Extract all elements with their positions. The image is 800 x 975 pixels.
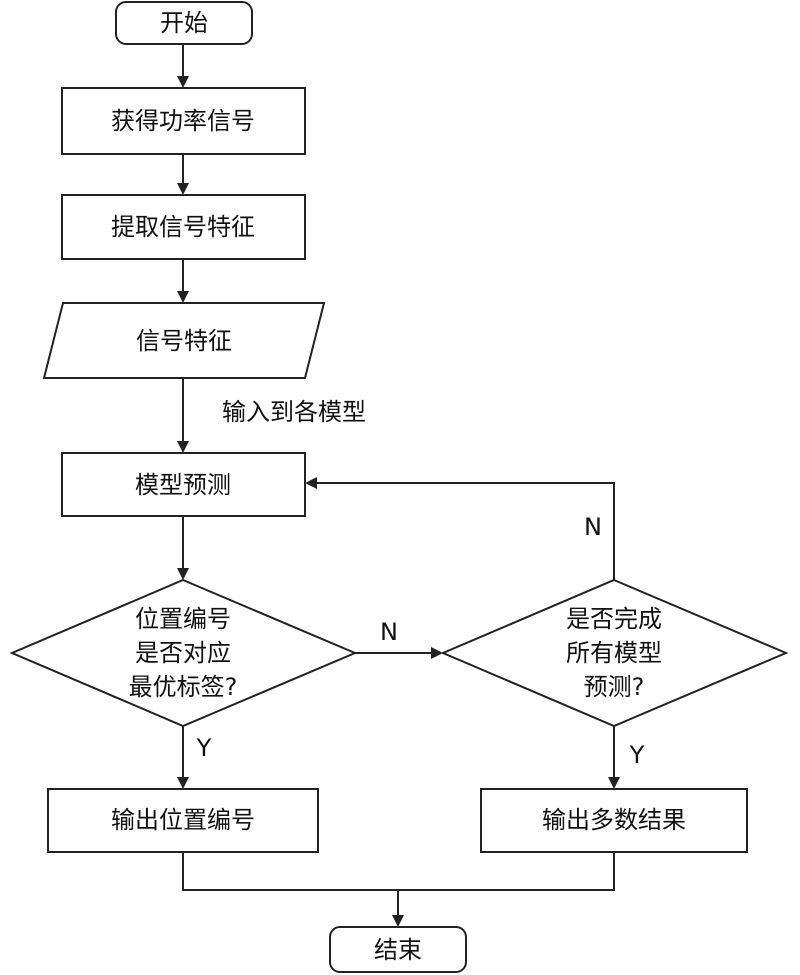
start-label: 开始 [160,9,208,37]
model-predict-box [61,452,306,517]
all-models-no-text: N [584,513,602,541]
label-decision-line-1: 位置编号 [135,605,231,633]
extract-features-box [61,194,306,260]
label-decision-yes-text: Y [196,734,212,762]
output-majority-box [480,788,748,853]
all-models-decision-line-3: 预测? [583,673,645,701]
label-decision-line-2: 是否对应 [135,639,231,667]
label-decision-no-text: N [380,618,398,646]
signal-features-parallelogram [42,302,326,379]
output-position-label: 输出位置编号 [111,806,255,834]
end-terminal [329,926,467,973]
edge-all-models-no-loop [305,477,615,580]
extract-features-label: 提取信号特征 [111,213,255,241]
all-models-decision-line-1: 是否完成 [566,605,662,633]
output-position-box [47,788,319,853]
all-models-decision-line-2: 所有模型 [566,639,662,667]
get-power-signal-box [61,87,306,155]
signal-features-label: 信号特征 [136,327,232,355]
output-majority-label: 输出多数结果 [542,806,686,834]
model-predict-label: 模型预测 [135,471,231,499]
get-power-signal-label: 获得功率信号 [111,107,255,135]
end-label: 结束 [374,936,422,964]
label-decision-line-3: 最优标签? [128,673,238,701]
edge-outputs-merge [182,852,615,891]
label-decision-text: 位置编号 是否对应 最优标签? [129,602,238,704]
all-models-yes-text: Y [629,741,645,769]
input-to-models-label: 输入到各模型 [222,398,366,426]
all-models-decision-text: 是否完成 所有模型 预测? [566,602,662,704]
